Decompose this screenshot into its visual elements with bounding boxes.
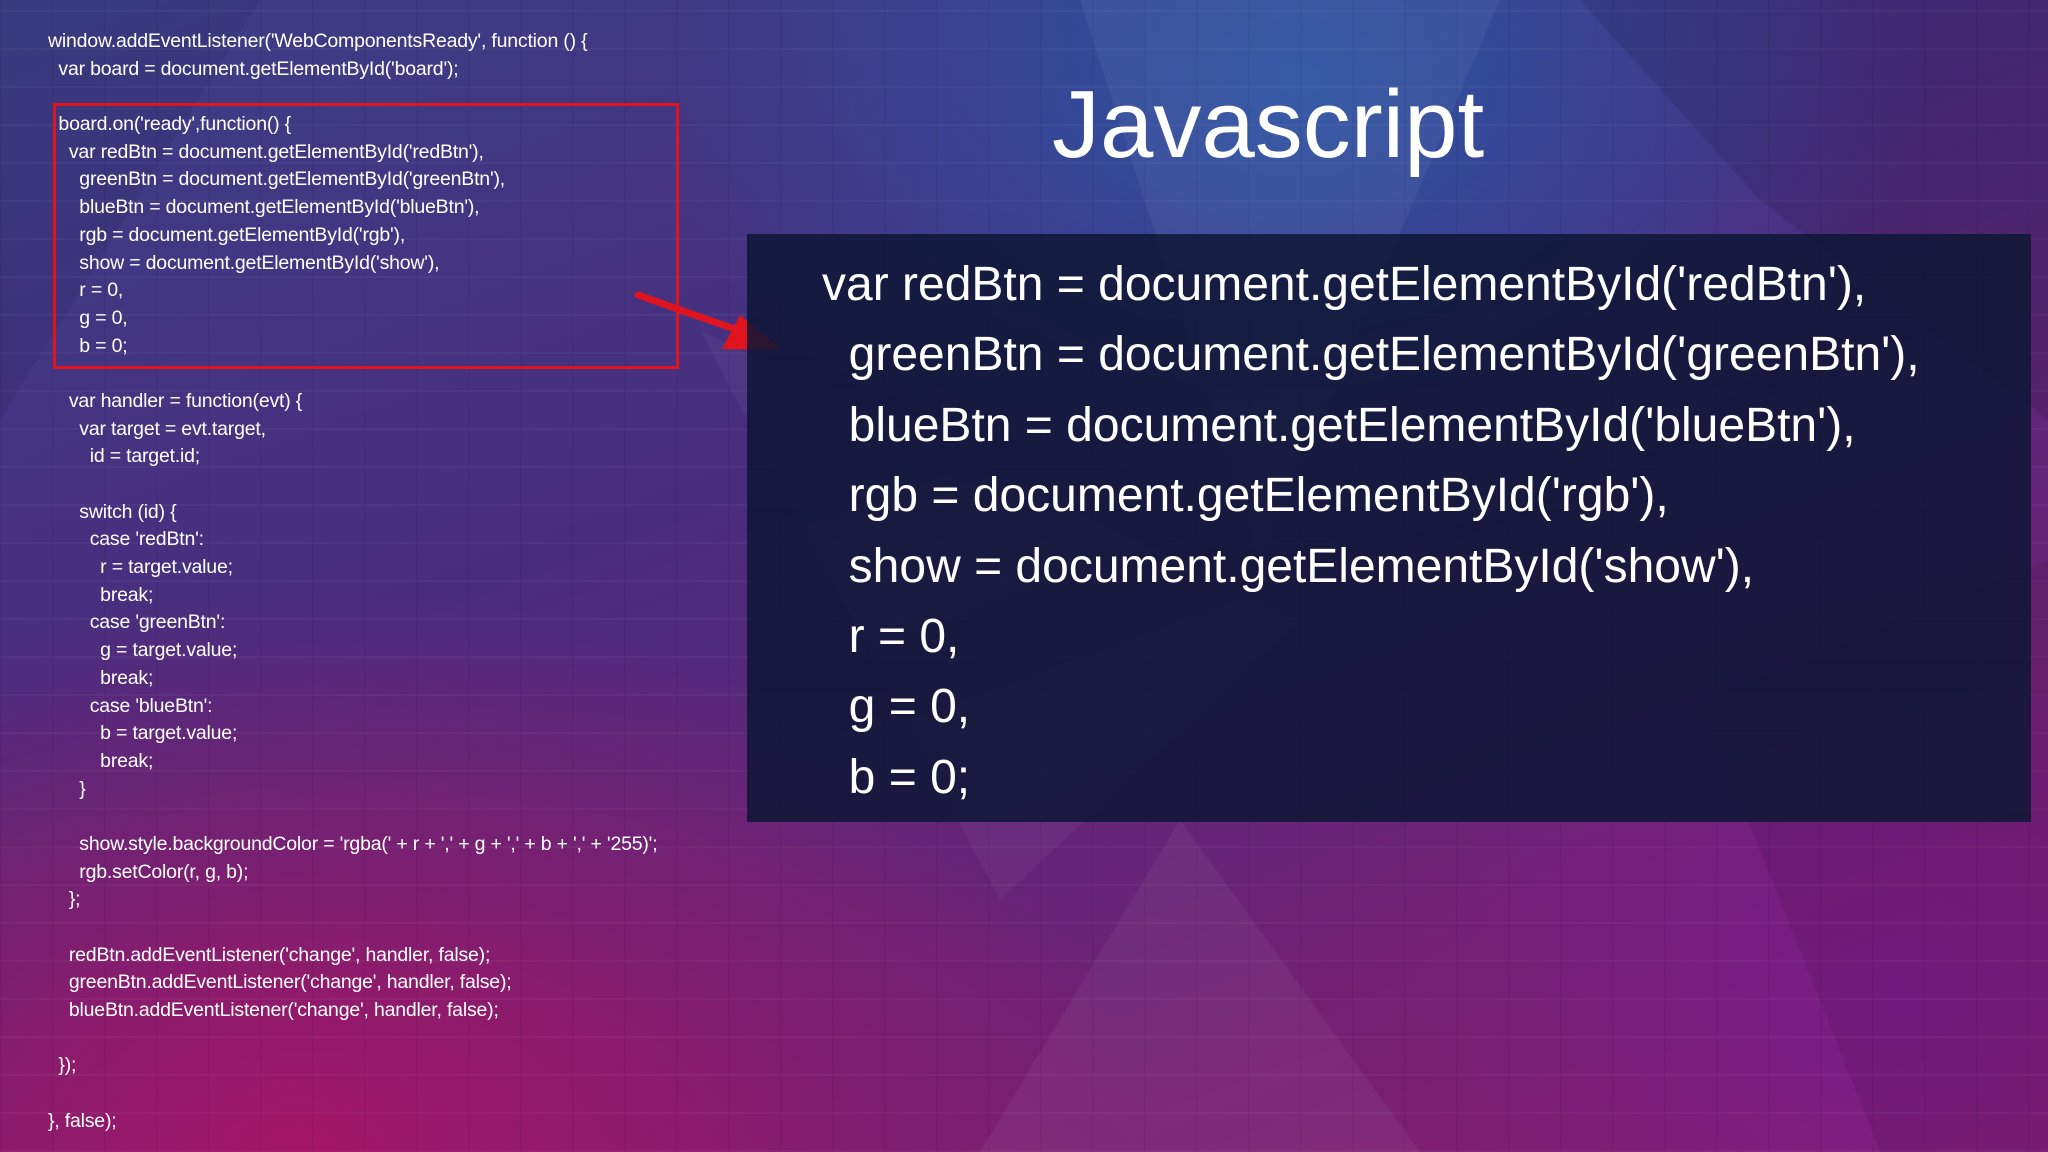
code-line: rgb.setColor(r, g, b); <box>48 860 249 883</box>
code-line: greenBtn = document.getElementById('gree… <box>48 168 505 191</box>
code-line: rgb = document.getElementById('rgb'), <box>48 223 406 246</box>
code-line: show.style.backgroundColor = 'rgba(' + r… <box>48 832 658 855</box>
code-line: blueBtn = document.getElementById('blueB… <box>48 196 480 219</box>
code-line: }, false); <box>48 1109 117 1132</box>
code-line: greenBtn.addEventListener('change', hand… <box>48 971 512 994</box>
code-line: show = document.getElementById('show'), <box>48 251 440 274</box>
code-line: case 'redBtn': <box>48 528 204 551</box>
code-line: blueBtn.addEventListener('change', handl… <box>48 999 499 1022</box>
code-line: var target = evt.target, <box>48 417 266 440</box>
code-line: } <box>48 777 86 800</box>
code-line: case 'greenBtn': <box>48 611 226 634</box>
zoomed-code-line: greenBtn = document.getElementById('gree… <box>822 328 1920 382</box>
slide-title: Javascript <box>1052 71 1485 178</box>
highlight-box <box>53 103 679 369</box>
code-line: break; <box>48 583 154 606</box>
code-line: switch (id) { <box>48 500 177 523</box>
code-line: case 'blueBtn': <box>48 694 213 717</box>
code-line <box>48 1025 657 1053</box>
code-line <box>48 914 657 942</box>
code-line <box>48 803 657 831</box>
code-line: var board = document.getElementById('boa… <box>48 57 459 80</box>
code-line: }); <box>48 1054 77 1077</box>
code-line: r = 0, <box>48 279 124 302</box>
zoomed-code-line: rgb = document.getElementById('rgb'), <box>822 469 1669 523</box>
code-line: var redBtn = document.getElementById('re… <box>48 140 484 163</box>
zoomed-code-line: blueBtn = document.getElementById('blueB… <box>822 398 1856 452</box>
code-line: b = target.value; <box>48 722 238 745</box>
code-line: window.addEventListener('WebComponentsRe… <box>48 30 588 52</box>
code-line: r = target.value; <box>48 556 233 579</box>
code-line: b = 0; <box>48 334 128 357</box>
code-line: var handler = function(evt) { <box>48 389 303 412</box>
code-listing: window.addEventListener('WebComponentsRe… <box>48 28 658 1136</box>
code-line: break; <box>48 749 154 772</box>
code-line: id = target.id; <box>48 445 201 468</box>
zoomed-code-line: b = 0; <box>822 750 971 804</box>
zoomed-code-line: g = 0, <box>822 680 971 734</box>
code-line: board.on('ready',function() { <box>48 113 291 136</box>
code-line: }; <box>48 888 81 911</box>
zoomed-code-line: show = document.getElementById('show'), <box>822 539 1755 593</box>
zoomed-code-line: var redBtn = document.getElementById('re… <box>822 258 1867 311</box>
code-line <box>48 1080 657 1108</box>
code-line: redBtn.addEventListener('change', handle… <box>48 943 491 966</box>
zoomed-code-panel: var redBtn = document.getElementById('re… <box>747 234 2031 822</box>
code-line: g = 0, <box>48 306 128 329</box>
zoomed-code: var redBtn = document.getElementById('re… <box>822 250 1920 813</box>
zoomed-code-line: r = 0, <box>822 609 960 663</box>
code-line: break; <box>48 666 154 689</box>
code-line <box>48 471 657 499</box>
code-line: g = target.value; <box>48 639 238 662</box>
